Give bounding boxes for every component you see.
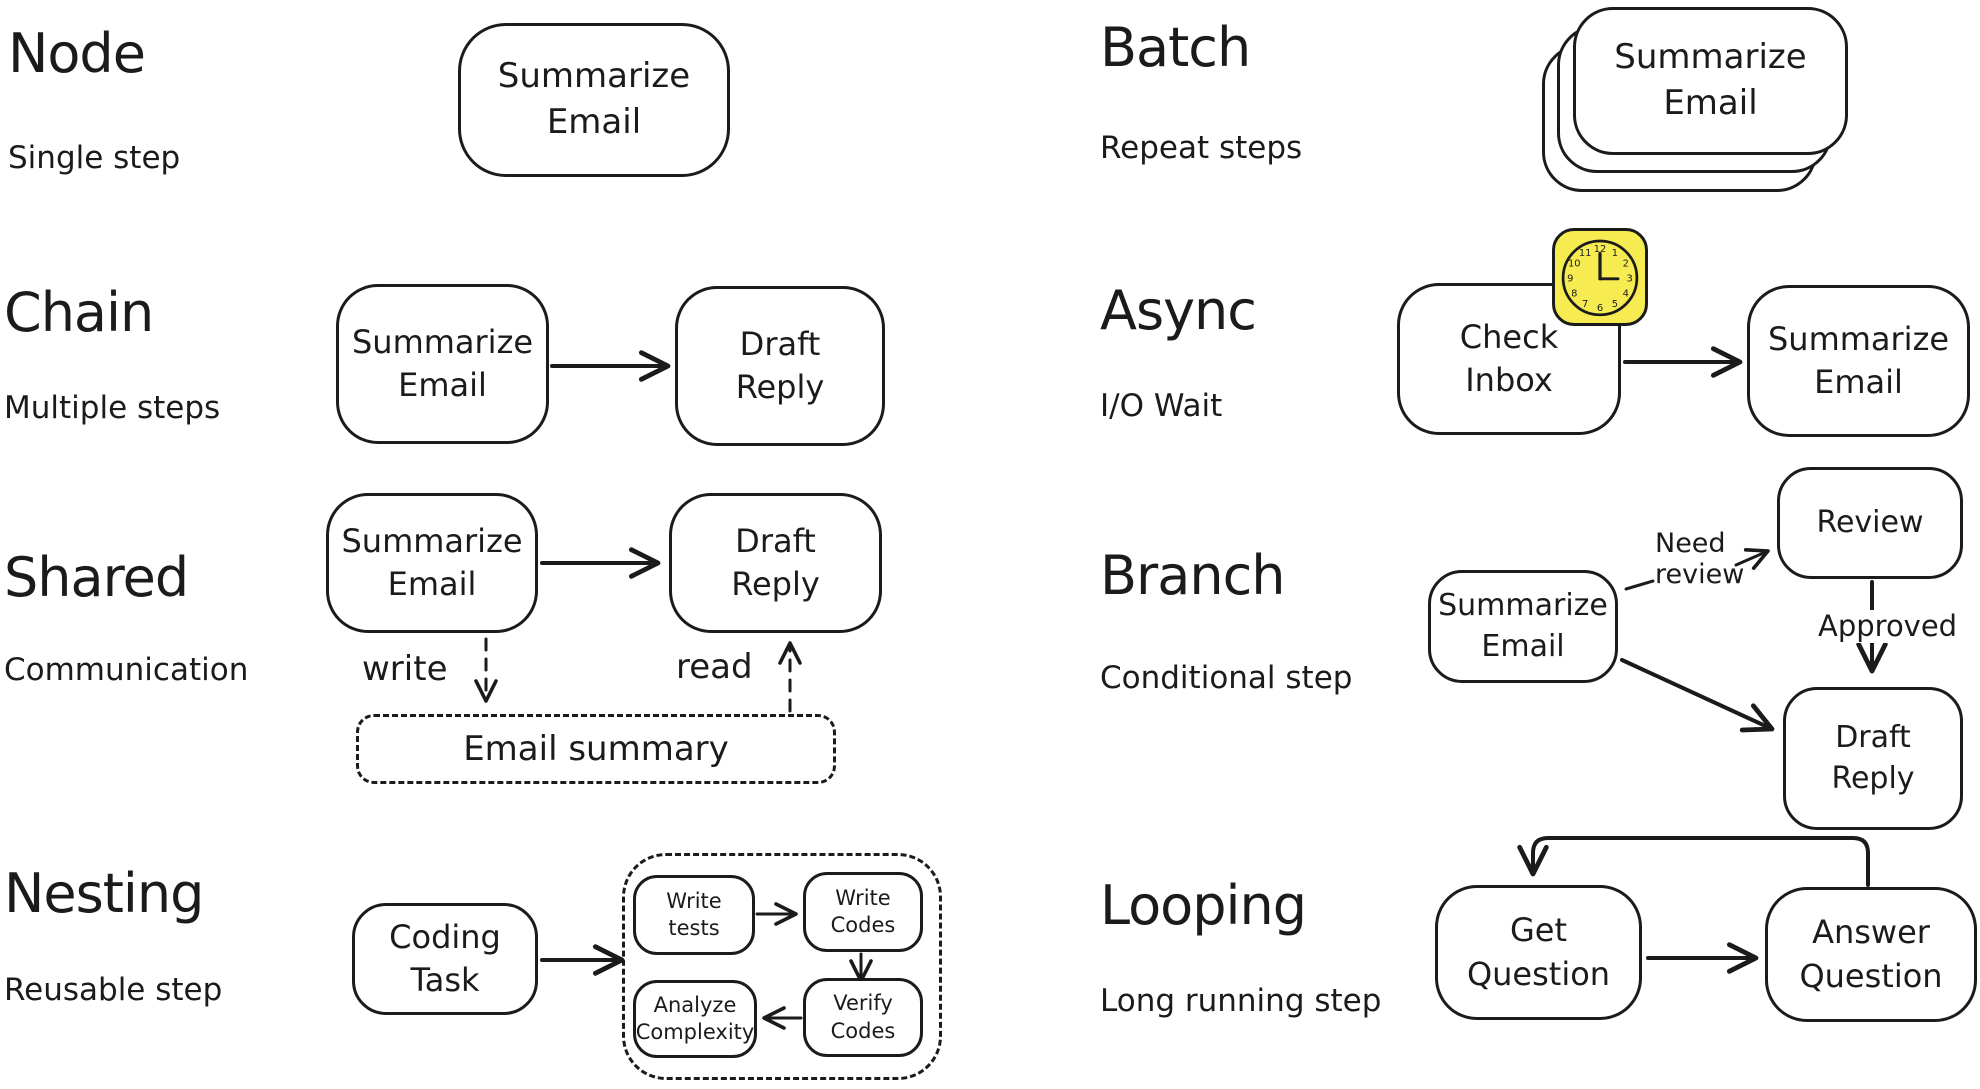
shared-box-label: Draft Reply xyxy=(731,521,820,603)
clock-number: 6 xyxy=(1597,303,1603,314)
node-step-box: Summarize Email xyxy=(458,23,730,177)
shared-store-label: Email summary xyxy=(463,729,729,769)
nesting-box-coding-task: Coding Task xyxy=(352,903,538,1015)
branch-need-review-arrow xyxy=(1734,548,1770,570)
shared-write-label: write xyxy=(362,649,448,689)
section-shared-subtitle: Communication xyxy=(4,652,249,688)
branch-box-label: Draft Reply xyxy=(1831,720,1915,796)
branch-approved-label: Approved xyxy=(1812,609,1957,644)
async-box-summarize-email: Summarize Email xyxy=(1747,285,1970,437)
clock-number: 2 xyxy=(1623,259,1629,270)
branch-box-draft-reply: Draft Reply xyxy=(1783,687,1963,830)
shared-store-email-summary: Email summary xyxy=(356,714,836,784)
nesting-inner-box-write-codes: Write Codes xyxy=(803,872,923,952)
looping-box-answer-question: Answer Question xyxy=(1765,887,1977,1022)
nesting-inner-label: Verify Codes xyxy=(830,991,896,1043)
section-async-subtitle: I/O Wait xyxy=(1100,388,1223,424)
branch-box-label: Summarize Email xyxy=(1438,588,1608,664)
section-node-subtitle: Single step xyxy=(8,140,181,176)
shared-box-summarize-email: Summarize Email xyxy=(326,493,538,633)
async-box-label: Check Inbox xyxy=(1459,317,1559,399)
section-looping-title: Looping xyxy=(1100,874,1307,937)
clock-number: 10 xyxy=(1568,259,1581,270)
async-box-check-inbox: Check Inbox xyxy=(1397,283,1621,435)
looping-box-get-question: Get Question xyxy=(1435,885,1642,1020)
clock-number: 5 xyxy=(1612,299,1618,310)
section-branch-title: Branch xyxy=(1100,544,1285,607)
batch-card-label: Summarize Email xyxy=(1614,37,1807,123)
looping-box-label: Answer Question xyxy=(1799,913,1943,995)
branch-box-label: Review xyxy=(1816,504,1924,540)
clock-number: 11 xyxy=(1579,248,1592,259)
branch-need-review-tick xyxy=(1624,579,1655,591)
chain-box-summarize-email: Summarize Email xyxy=(336,284,549,444)
batch-card-stack: Summarize Email xyxy=(1542,7,1848,193)
chain-box-draft-reply: Draft Reply xyxy=(675,286,885,446)
clock-number: 8 xyxy=(1571,288,1577,299)
section-branch-subtitle: Conditional step xyxy=(1100,660,1353,696)
nesting-inner-box-write-tests: Write tests xyxy=(633,875,755,955)
branch-box-review: Review xyxy=(1777,467,1963,579)
nesting-inner-label: Analyze Complexity xyxy=(635,992,755,1044)
section-chain-title: Chain xyxy=(4,281,154,344)
section-node-title: Node xyxy=(8,22,146,85)
branch-need-review-label: Need review xyxy=(1655,528,1745,591)
section-batch-subtitle: Repeat steps xyxy=(1100,130,1303,166)
branch-box-summarize-email: Summarize Email xyxy=(1428,570,1618,683)
branch-direct-arrow xyxy=(1620,658,1775,733)
clock-number: 7 xyxy=(1582,299,1588,310)
nesting-box-label: Coding Task xyxy=(389,917,501,999)
clock-number: 4 xyxy=(1623,288,1629,299)
nesting-inner-box-verify-codes: Verify Codes xyxy=(803,978,923,1057)
section-async-title: Async xyxy=(1100,279,1257,342)
clock-number: 9 xyxy=(1567,274,1573,285)
node-step-label: Summarize Email xyxy=(497,56,691,142)
clock-number: 12 xyxy=(1594,244,1607,255)
shared-box-draft-reply: Draft Reply xyxy=(669,493,882,633)
section-batch-title: Batch xyxy=(1100,16,1251,79)
clock-number: 1 xyxy=(1612,248,1618,259)
chain-box-label: Summarize Email xyxy=(351,322,534,404)
batch-card-front: Summarize Email xyxy=(1573,7,1848,155)
nesting-inner-box-analyze-complexity: Analyze Complexity xyxy=(633,980,757,1058)
nesting-inner-label: Write Codes xyxy=(830,885,896,937)
section-shared-title: Shared xyxy=(4,546,189,609)
async-box-label: Summarize Email xyxy=(1767,319,1950,401)
section-nesting-title: Nesting xyxy=(4,862,204,925)
shared-read-label: read xyxy=(676,647,753,687)
section-looping-subtitle: Long running step xyxy=(1100,983,1382,1019)
section-nesting-subtitle: Reusable step xyxy=(4,972,223,1008)
chain-box-label: Draft Reply xyxy=(735,324,825,406)
looping-box-label: Get Question xyxy=(1466,911,1611,993)
shared-box-label: Summarize Email xyxy=(341,521,523,603)
looping-back-arrow xyxy=(1517,836,1870,887)
clock-number: 3 xyxy=(1627,274,1633,285)
nesting-inner-label: Write tests xyxy=(666,888,722,940)
section-chain-subtitle: Multiple steps xyxy=(4,390,221,426)
